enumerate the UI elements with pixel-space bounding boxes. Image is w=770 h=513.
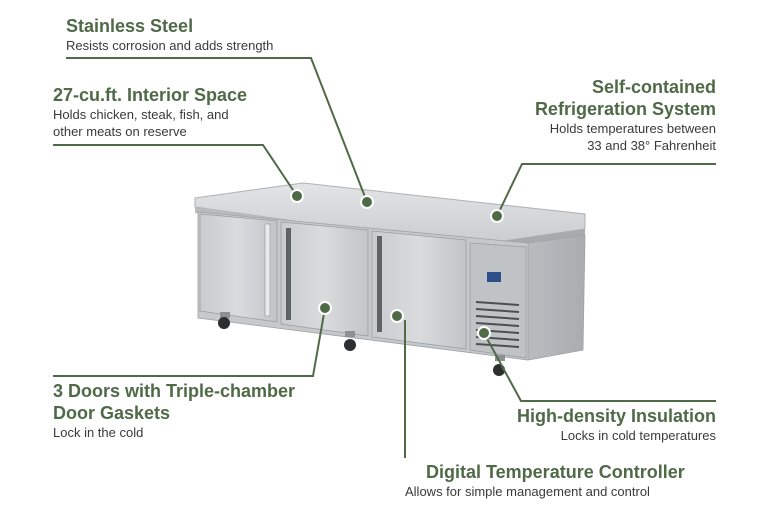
callout-title-line-2: Refrigeration System	[534, 99, 716, 119]
digital-display-icon	[487, 272, 501, 282]
leader-refrigeration	[496, 163, 716, 217]
callout-description-line-2: 33 and 38° Fahrenheit	[587, 138, 716, 153]
marker-doors	[318, 301, 332, 315]
marker-refrigeration	[490, 209, 504, 223]
leader-insulation	[483, 332, 716, 402]
door-3	[371, 230, 467, 350]
callout-stainless-steel: Stainless Steel Resists corrosion and ad…	[66, 15, 273, 54]
door-1-handle	[264, 223, 271, 317]
marker-controller	[390, 309, 404, 323]
side-panel	[527, 234, 586, 361]
leader-interior-space	[53, 144, 298, 197]
marker-dots	[290, 189, 504, 340]
callout-title: Stainless Steel	[66, 16, 194, 36]
callout-description-line-2: other meats on reserve	[53, 124, 187, 139]
callout-temperature-controller: Digital Temperature Controller Allows fo…	[405, 461, 685, 500]
callout-insulation: High-density Insulation Locks in cold te…	[517, 405, 716, 444]
callout-title-line-1: Self-contained	[591, 77, 716, 97]
callout-refrigeration-system: Self-contained Refrigeration System Hold…	[535, 76, 716, 154]
callout-title: 27-cu.ft. Interior Space	[53, 85, 248, 105]
door-2	[280, 221, 369, 337]
marker-insulation	[477, 326, 491, 340]
callout-interior-space: 27-cu.ft. Interior Space Holds chicken, …	[53, 84, 247, 140]
callout-description-line-1: Holds temperatures between	[549, 121, 716, 136]
callout-description: Locks in cold temperatures	[560, 428, 716, 443]
door-3-gasket-handle	[377, 236, 382, 332]
callout-title: High-density Insulation	[516, 406, 716, 426]
callout-description: Resists corrosion and adds strength	[66, 38, 274, 53]
callout-description: Allows for simple management and control	[405, 484, 650, 499]
marker-interior-space	[290, 189, 304, 203]
callout-doors: 3 Doors with Triple-chamber Door Gaskets…	[53, 380, 295, 441]
marker-stainless-steel	[360, 195, 374, 209]
callout-description-line-1: Holds chicken, steak, fish, and	[53, 107, 229, 122]
vent-grille	[475, 301, 520, 348]
door-2-gasket-handle	[286, 228, 291, 320]
leader-doors	[53, 307, 326, 377]
callout-title-line-1: 3 Doors with Triple-chamber	[53, 381, 296, 401]
callout-title-line-2: Door Gaskets	[53, 403, 171, 423]
leader-stainless-steel	[66, 57, 368, 203]
door-1	[199, 213, 278, 323]
refrigerator-unit	[194, 182, 586, 376]
callout-description: Lock in the cold	[53, 425, 144, 440]
callout-title: Digital Temperature Controller	[426, 462, 685, 482]
leader-lines	[53, 57, 716, 458]
